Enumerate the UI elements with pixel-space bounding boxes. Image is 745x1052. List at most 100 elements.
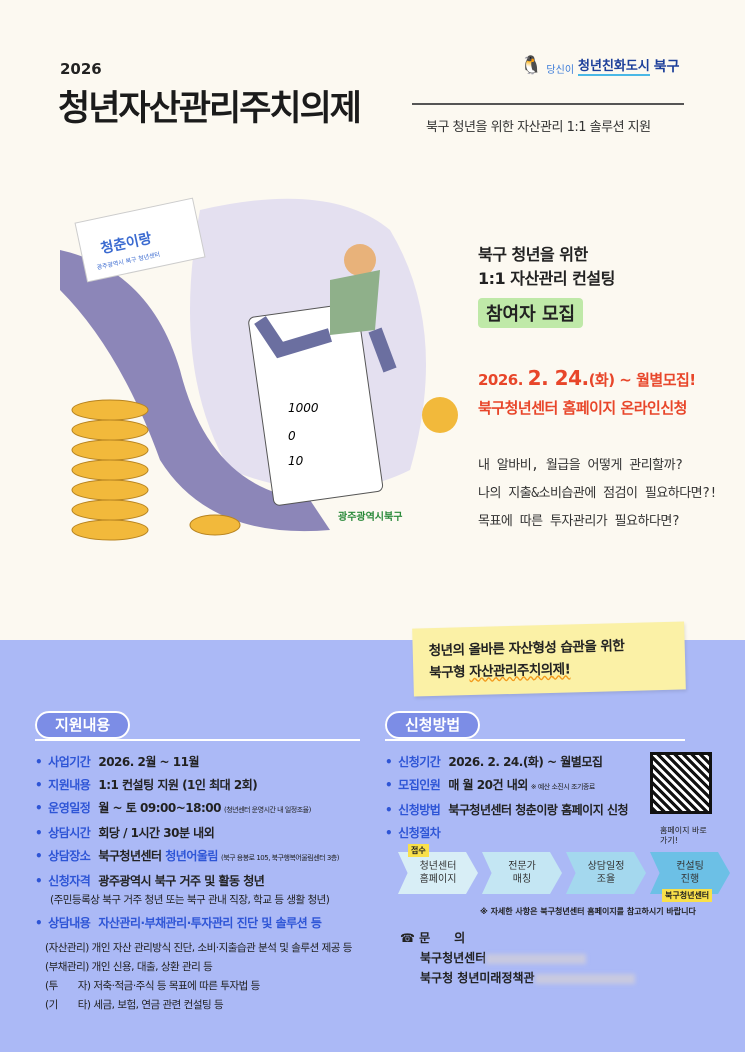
apply-section: 신청방법 신청기간 2026. 2. 24.(화) ~ 월별모집모집인원 매 월 2… xyxy=(385,711,715,849)
step-label: 전문가 매칭 xyxy=(482,852,562,894)
item-note: (북구 용봉로 105, 북구행복어울림센터 3층) xyxy=(220,854,340,862)
illustration: 1000 0 10 광주광역시북구 청춘이랑 광주광역시 북구 청년센터 xyxy=(60,197,458,541)
person-legs xyxy=(254,316,397,373)
item-value: 2026. 2월 ~ 11월 xyxy=(98,755,200,769)
coin-stack xyxy=(71,399,241,541)
step-tag: 북구청년센터 xyxy=(662,889,713,902)
list-item: 사업기간 2026. 2월 ~ 11월 xyxy=(35,755,380,770)
list-item: 신청방법 북구청년센터 청춘이랑 홈페이지 신청 xyxy=(385,803,715,818)
receipt-text: 10 xyxy=(288,454,304,468)
item-key: 신청방법 xyxy=(385,803,441,817)
date-suffix: (화) ~ 월별모집! xyxy=(588,371,697,389)
item-value: 1:1 컨설팅 지원 (1인 최대 2회) xyxy=(98,778,258,792)
hero-heading: 북구 청년을 위한 1:1 자산관리 컨설팅 xyxy=(478,243,615,291)
year: 2026 xyxy=(60,60,102,78)
receipt-text: 1000 xyxy=(288,401,319,415)
logo-region: 북구 xyxy=(653,59,680,75)
step: 전문가 매칭 xyxy=(482,852,562,894)
item-key: 운영일정 xyxy=(35,801,91,815)
contact-heading: 문 의 xyxy=(419,931,466,945)
list-item: 신청기간 2026. 2. 24.(화) ~ 월별모집 xyxy=(385,755,715,770)
sign xyxy=(74,197,206,283)
item-key: 신청기간 xyxy=(385,755,441,769)
item-key: 사업기간 xyxy=(35,755,91,769)
item-value: 북구청년센터 xyxy=(98,849,166,863)
list-item: 신청자격 광주광역시 북구 거주 및 활동 청년 xyxy=(35,874,380,889)
item-value: 광주광역시 북구 거주 및 활동 청년 xyxy=(98,874,265,888)
subtitle: 북구 청년을 위한 자산관리 1:1 솔루션 지원 xyxy=(426,120,651,135)
list-item: 운영일정 월 ~ 토 09:00~18:00(청년센터 운영시간 내 일정조율) xyxy=(35,801,380,818)
section-divider xyxy=(385,739,685,741)
hero-line: 1:1 자산관리 컨설팅 xyxy=(478,269,615,288)
detail-line: (투 자) 저축·적금·주식 등 목표에 따른 투자법 등 xyxy=(45,980,260,992)
section-heading: 신청방법 xyxy=(385,711,481,739)
qr-code[interactable] xyxy=(650,752,712,814)
item-key: 신청자격 xyxy=(35,874,91,888)
detail-line: (기 타) 세금, 보험, 연금 관련 컨설팅 등 xyxy=(45,999,224,1011)
step-tag: 접수 xyxy=(408,844,429,857)
apply-method: 북구청년센터 홈페이지 온라인신청 xyxy=(478,399,687,417)
recruit-date: 2026. 2. 24.(화) ~ 월별모집! 북구청년센터 홈페이지 온라인신… xyxy=(478,364,696,422)
redacted-phone xyxy=(534,973,635,984)
phone-icon: ☎ xyxy=(400,931,415,945)
logo: 🐧 당신이 청년친화도시 북구 xyxy=(520,55,680,76)
list-item: 신청절차 xyxy=(385,826,715,841)
qr-caption: 홈페이지 바로가기! xyxy=(660,826,707,845)
item-key: 모집인원 xyxy=(385,778,441,792)
contact-name: 북구청 청년미래정책관 xyxy=(420,971,535,985)
date-main: 2. 24. xyxy=(527,366,589,390)
coin xyxy=(422,397,458,433)
support-details: (자산관리) 개인 자산 관리방식 진단, 소비·지출습관 분석 및 솔루션 제… xyxy=(45,939,380,1015)
step-label: 컨설팅 진행 xyxy=(650,852,730,894)
item-value: 매 월 20건 내외 xyxy=(448,778,528,792)
section-heading: 지원내용 xyxy=(35,711,131,739)
emblem-text: 광주광역시북구 xyxy=(338,510,402,523)
section-divider xyxy=(35,739,360,741)
page-title: 청년자산관리주치의제 xyxy=(58,89,362,129)
note-prefix: 북구형 xyxy=(429,664,470,682)
contact-name: 북구청년센터 xyxy=(420,951,487,965)
apply-list: 신청기간 2026. 2. 24.(화) ~ 월별모집모집인원 매 월 20건 내외… xyxy=(385,755,715,841)
mascot-icon: 🐧 xyxy=(520,55,543,76)
person xyxy=(344,244,376,276)
footnote: ※ 자세한 사항은 북구청년센터 홈페이지를 참고하시기 바랍니다 xyxy=(480,907,696,916)
item-value: 회당 / 1시간 30분 내외 xyxy=(98,826,215,840)
paper-roll xyxy=(60,250,330,532)
logo-main: 청년친화도시 xyxy=(578,55,650,76)
item-key: 지원내용 xyxy=(35,778,91,792)
detail-line: (자산관리) 개인 자산 관리방식 진단, 소비·지출습관 분석 및 솔루션 제… xyxy=(45,942,352,954)
item-note: (청년센터 운영시간 내 일정조율) xyxy=(223,806,311,814)
step-label: 청년센터 홈페이지 xyxy=(398,852,478,894)
item-value: 북구청년센터 청춘이랑 홈페이지 신청 xyxy=(448,803,629,817)
logo-prefix: 당신이 xyxy=(546,65,575,76)
question: 나의 지출&소비습관에 점검이 필요하다면?! xyxy=(478,486,717,501)
date-prefix: 2026. xyxy=(478,371,528,389)
receipt-text: 0 xyxy=(288,429,296,443)
item-value: 월 ~ 토 09:00~18:00 xyxy=(98,801,221,815)
list-item: 모집인원 매 월 20건 내외※ 예산 소진시 조기종료 xyxy=(385,778,715,795)
recruit-label: 참여자 모집 xyxy=(478,298,584,328)
questions: 내 알바비, 월급을 어떻게 관리할까? 나의 지출&소비습관에 점검이 필요하… xyxy=(478,452,717,536)
item-value: 2026. 2. 24.(화) ~ 월별모집 xyxy=(448,755,603,769)
item-detail: (주민등록상 북구 거주 청년 또는 북구 관내 직장, 학교 등 생활 청년) xyxy=(50,894,330,906)
note-underlined: 자산관리주치의제! xyxy=(469,661,571,681)
support-list: 사업기간 2026. 2월 ~ 11월지원내용 1:1 컨설팅 지원 (1인 최대 … xyxy=(35,755,380,931)
item-highlight: 청년어울림 xyxy=(165,849,218,863)
hero-line: 북구 청년을 위한 xyxy=(478,245,588,264)
contact: ☎ 문 의 북구청년센터 북구청 청년미래정책관 xyxy=(400,928,635,988)
item-key: 신청절차 xyxy=(385,826,441,840)
person-body xyxy=(330,270,380,335)
redacted-phone xyxy=(486,953,587,964)
item-highlight: 자산관리·부채관리·투자관리 진단 및 솔루션 등 xyxy=(98,916,322,930)
item-note: ※ 예산 소진시 조기종료 xyxy=(530,783,596,791)
list-item: 지원내용 1:1 컨설팅 지원 (1인 최대 2회) xyxy=(35,778,380,793)
divider xyxy=(412,103,684,105)
question: 목표에 따른 투자관리가 필요하다면? xyxy=(478,514,680,529)
step: 상담일정 조율 xyxy=(566,852,646,894)
